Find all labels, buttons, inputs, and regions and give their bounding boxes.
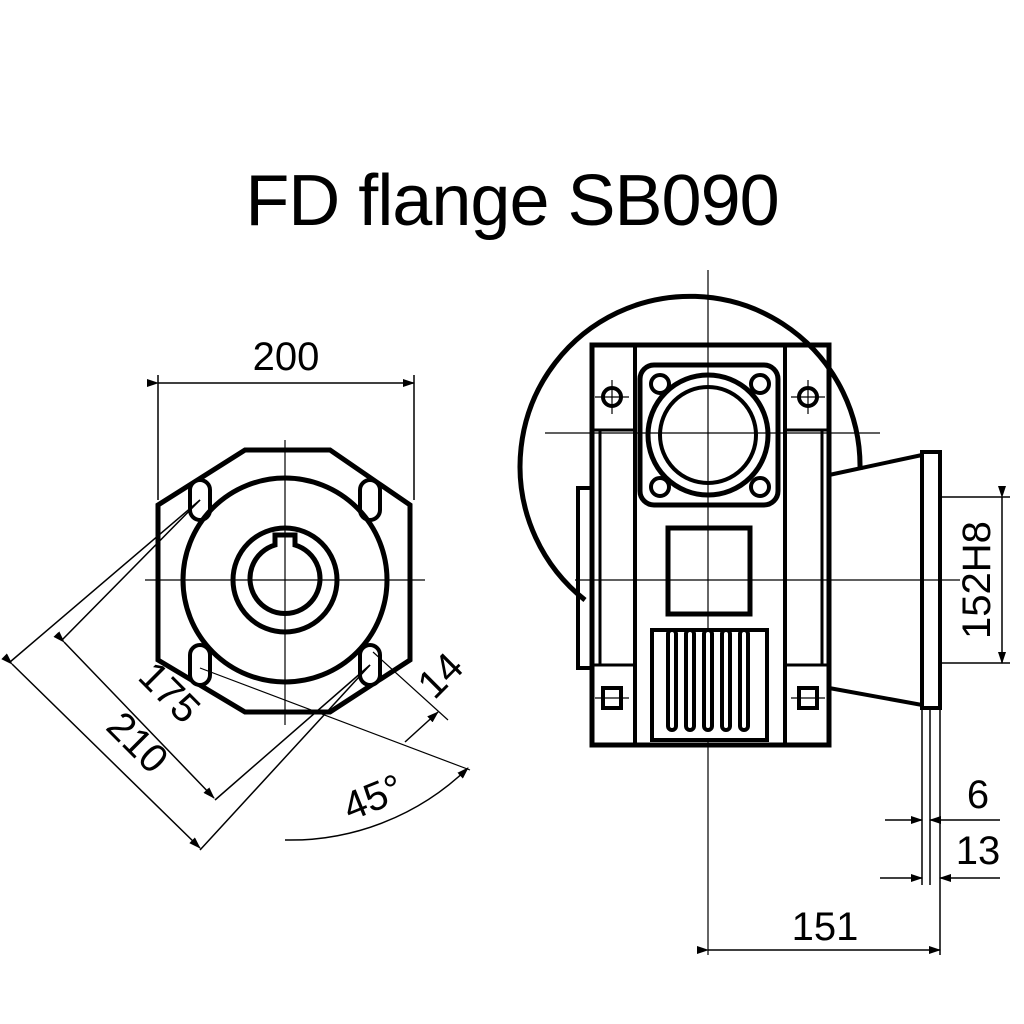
dim-line-175	[53, 631, 215, 799]
angle-arc	[284, 767, 469, 841]
dim-13-label: 13	[956, 829, 1001, 873]
slot-bl	[601, 686, 623, 710]
input-bore-outer	[645, 372, 771, 498]
name-plate	[665, 525, 753, 617]
dim-6-label: 6	[967, 773, 989, 817]
flange-front-view: 200 210 175 14 45°	[1, 335, 473, 851]
dim-line-14	[404, 711, 439, 743]
flange-outline	[155, 447, 413, 715]
dim-152h8-label: 152H8	[955, 521, 999, 639]
fd-flange-plate	[920, 450, 942, 710]
dim-200-label: 200	[253, 335, 320, 379]
gearbox-side-view: 152H8 6 13 151	[517, 270, 1010, 955]
drawing-title: FD flange SB090	[245, 161, 779, 241]
cooling-fins	[650, 628, 769, 742]
keyed-bore	[247, 532, 323, 616]
housing-arc	[517, 293, 863, 602]
input-flange-plate	[637, 362, 781, 508]
dim-151-label: 151	[792, 905, 859, 949]
input-bore-inner	[658, 385, 758, 485]
dim-14-label: 14	[410, 645, 473, 708]
slot-br	[797, 686, 819, 710]
dim-angle-label: 45°	[337, 766, 410, 829]
